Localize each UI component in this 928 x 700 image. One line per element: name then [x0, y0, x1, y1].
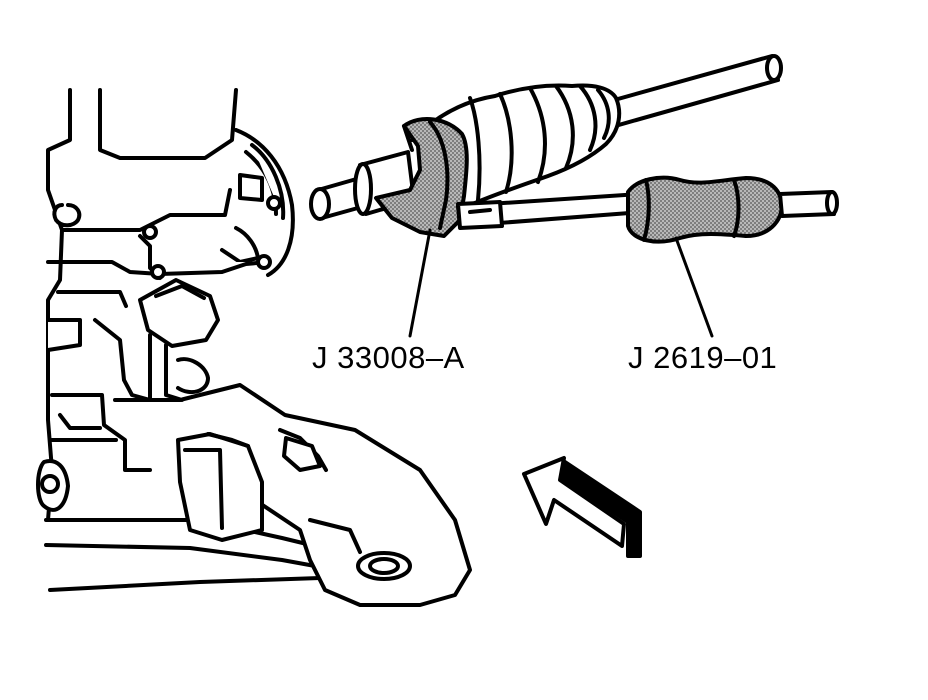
- direction-arrow-icon: [522, 456, 642, 558]
- transaxle-housing: [36, 88, 472, 607]
- remover-tool-label: J 33008–A: [312, 340, 465, 375]
- leader-line-remover: [408, 228, 432, 338]
- slide-hammer-label: J 2619–01: [628, 340, 778, 375]
- remover-tool: [374, 117, 469, 238]
- leader-lines: [408, 228, 714, 338]
- slide-hammer: [456, 175, 839, 244]
- leader-line-slide-hammer: [674, 236, 714, 338]
